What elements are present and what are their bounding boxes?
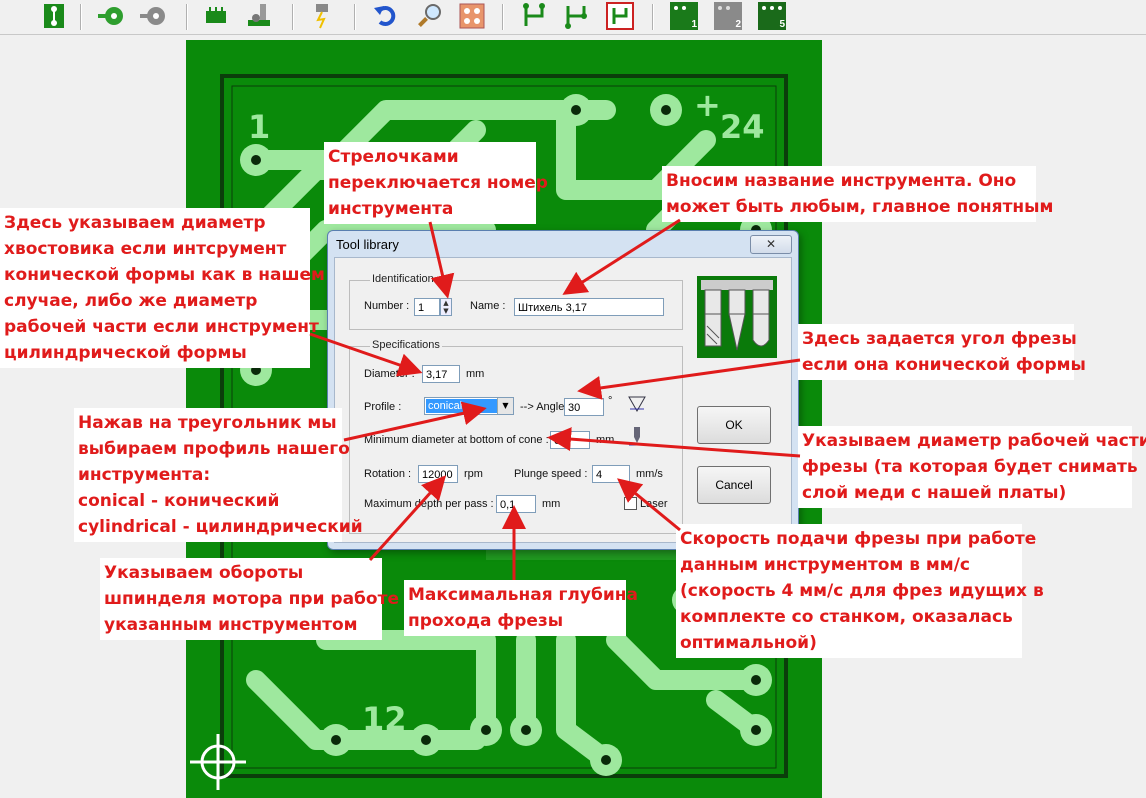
rotation-input[interactable]: 12000	[418, 465, 458, 483]
plunge-speed-input[interactable]: 4	[592, 465, 630, 483]
name-input[interactable]: Штихель 3,17	[514, 298, 664, 316]
pin-1-label: 1	[248, 108, 270, 146]
cone-tip-icon	[629, 427, 645, 446]
layer-5-label: 5	[779, 19, 785, 30]
pin-12-label: 12	[362, 700, 407, 738]
min-diameter-input[interactable]: 0,1	[550, 431, 590, 449]
layer-2-icon[interactable]: 2	[714, 2, 742, 30]
max-depth-unit: mm	[542, 498, 561, 510]
layer-5-icon[interactable]: 5	[758, 2, 786, 30]
profile-label: Profile :	[364, 401, 402, 413]
number-label: Number :	[364, 300, 410, 312]
layer-1-icon[interactable]: 1	[670, 2, 698, 30]
laser-icon[interactable]	[308, 2, 336, 30]
spin-up-icon: ▲	[443, 299, 449, 307]
diameter-label: Diameter :	[364, 368, 415, 380]
layer-1-label: 1	[691, 19, 697, 30]
undo-icon[interactable]	[372, 2, 400, 30]
max-depth-label: Maximum depth per pass :	[364, 498, 494, 510]
min-diameter-label: Minimum diameter at bottom of cone :	[364, 434, 549, 446]
component-icon[interactable]	[202, 2, 230, 30]
layer-2-label: 2	[735, 19, 741, 30]
laser-label: Laser	[640, 498, 668, 510]
identification-title: Identification	[370, 273, 436, 285]
specifications-group: Specifications Diameter : 3,17 mm Profil…	[349, 339, 683, 534]
dropdown-arrow-icon[interactable]: ▼	[497, 398, 513, 414]
plunge-speed-unit: mm/s	[636, 468, 663, 480]
zoom-icon[interactable]	[416, 2, 444, 30]
board-icon[interactable]	[40, 2, 68, 30]
layer-top-icon[interactable]	[520, 2, 548, 30]
plunge-speed-label: Plunge speed :	[514, 468, 588, 480]
dialog-title: Tool library	[336, 237, 399, 252]
plus-label: +	[694, 86, 721, 124]
number-input[interactable]: 1	[414, 298, 440, 316]
angle-unit: °	[608, 395, 613, 407]
rotation-label: Rotation :	[364, 468, 412, 480]
layer-select-icon[interactable]	[606, 2, 634, 30]
pin-24-label: 24	[720, 108, 765, 146]
min-diameter-unit: mm	[596, 434, 615, 446]
diameter-unit: mm	[466, 368, 485, 380]
specifications-title: Specifications	[370, 339, 442, 351]
angle-label: --> Angle :	[520, 401, 571, 413]
number-spinner[interactable]: ▲▼	[440, 298, 452, 316]
angle-input[interactable]: 30	[564, 398, 604, 416]
pad-gray-icon[interactable]	[140, 2, 168, 30]
drill-pattern-icon[interactable]	[458, 2, 486, 30]
pad-icon[interactable]	[98, 2, 126, 30]
profile-value: conical	[426, 399, 497, 413]
dialog-body: Identification Number : 1 ▲▼ Name : Штих…	[334, 257, 792, 543]
max-depth-input[interactable]: 0,1	[496, 495, 536, 513]
ok-button[interactable]: OK	[697, 406, 771, 444]
toolbar: 1 2 5	[0, 0, 1146, 35]
name-label: Name :	[470, 300, 506, 312]
mill-icon[interactable]	[244, 2, 272, 30]
identification-group: Identification Number : 1 ▲▼ Name : Штих…	[349, 273, 683, 330]
crosshair-icon	[190, 734, 246, 790]
cone-angle-icon	[628, 396, 646, 413]
layer-bottom-icon[interactable]	[562, 2, 590, 30]
close-button[interactable]: ✕	[750, 235, 792, 254]
cancel-button[interactable]: Cancel	[697, 466, 771, 504]
tool-library-dialog: Tool library ✕ Identification Number : 1…	[327, 230, 799, 550]
rotation-unit: rpm	[464, 468, 483, 480]
profile-select[interactable]: conical ▼	[424, 397, 514, 415]
spin-down-icon: ▼	[443, 307, 449, 315]
laser-checkbox[interactable]	[624, 497, 637, 510]
diameter-input[interactable]: 3,17	[422, 365, 460, 383]
tool-image	[697, 276, 777, 358]
